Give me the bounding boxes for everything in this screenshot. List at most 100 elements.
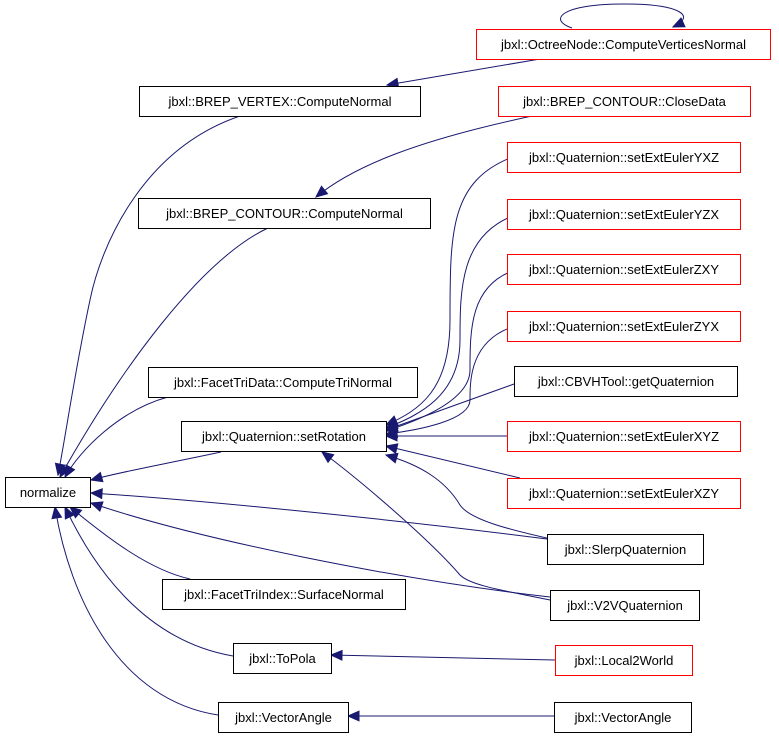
node-box xyxy=(507,142,741,173)
node-box xyxy=(181,421,387,452)
node-label: jbxl::Quaternion::setExtEulerYZX xyxy=(528,207,719,222)
node-normalize[interactable]: normalize xyxy=(5,477,91,508)
node-vectorangle_l[interactable]: jbxl::VectorAngle xyxy=(218,702,349,733)
node-v2v[interactable]: jbxl::V2VQuaternion xyxy=(550,590,700,621)
node-box xyxy=(507,199,741,230)
edge-topola-to-normalize xyxy=(64,505,234,657)
node-box xyxy=(148,367,418,398)
arrowhead-icon xyxy=(384,420,399,432)
node-euler_yzx[interactable]: jbxl::Quaternion::setExtEulerYZX xyxy=(507,199,741,230)
node-label: jbxl::BREP_CONTOUR::ComputeNormal xyxy=(165,206,403,221)
node-octree_cvn[interactable]: jbxl::OctreeNode::ComputeVerticesNormal xyxy=(476,29,771,60)
node-bc_closedata[interactable]: jbxl::BREP_CONTOUR::CloseData xyxy=(498,86,751,117)
edge-euler_xzy-to-q_setrotation xyxy=(384,443,521,479)
node-label: normalize xyxy=(20,485,76,500)
node-label: jbxl::VectorAngle xyxy=(234,710,332,725)
edge-ftd_computetrinormal-to-normalize xyxy=(64,396,169,479)
node-label: jbxl::ToPola xyxy=(248,651,316,666)
arrowhead-icon xyxy=(329,649,343,661)
node-label: jbxl::BREP_VERTEX::ComputeNormal xyxy=(167,94,391,109)
edge-v2v-to-normalize xyxy=(89,501,551,598)
edge-slerp-to-q_setrotation xyxy=(384,452,561,542)
edge-line xyxy=(64,396,169,478)
arrowhead-icon xyxy=(51,505,63,520)
edge-octree_cvn-to-octree_cvn xyxy=(560,3,686,29)
node-q_setrotation[interactable]: jbxl::Quaternion::setRotation xyxy=(181,421,387,452)
node-euler_zyx[interactable]: jbxl::Quaternion::setExtEulerZYX xyxy=(507,311,741,342)
node-local2world[interactable]: jbxl::Local2World xyxy=(555,645,693,676)
edge-vectorangle_l-to-normalize xyxy=(51,505,219,716)
node-slerp[interactable]: jbxl::SlerpQuaternion xyxy=(547,534,704,565)
node-box xyxy=(507,478,741,509)
edge-line xyxy=(69,506,191,580)
edge-line xyxy=(560,3,685,29)
node-ftd_computetrinormal[interactable]: jbxl::FacetTriData::ComputeTriNormal xyxy=(148,367,418,398)
node-euler_yxz[interactable]: jbxl::Quaternion::setExtEulerYXZ xyxy=(507,142,741,173)
arrowhead-icon xyxy=(89,471,104,483)
edge-vectorangle_r-to-vectorangle_l xyxy=(346,710,554,722)
edge-euler_xyz-to-q_setrotation xyxy=(384,430,507,442)
arrowhead-icon xyxy=(315,185,329,198)
node-label: jbxl::Local2World xyxy=(574,653,674,668)
edge-line xyxy=(54,506,219,716)
edges-layer xyxy=(51,3,686,722)
edge-fti_surfacenormal-to-normalize xyxy=(69,506,191,580)
arrowhead-icon xyxy=(89,488,103,500)
node-box xyxy=(138,198,431,229)
edge-line xyxy=(321,451,551,601)
node-topola[interactable]: jbxl::ToPola xyxy=(233,643,332,674)
node-box xyxy=(162,579,406,610)
node-bv_computenormal[interactable]: jbxl::BREP_VERTEX::ComputeNormal xyxy=(139,86,421,117)
node-box xyxy=(498,86,751,117)
node-label: jbxl::BREP_CONTOUR::CloseData xyxy=(522,94,727,109)
edge-line xyxy=(386,58,541,86)
edge-line xyxy=(90,502,551,598)
edge-line xyxy=(90,492,548,540)
node-label: jbxl::Quaternion::setExtEulerXYZ xyxy=(528,429,719,444)
node-box xyxy=(139,86,421,117)
edge-cbvh_getquat-to-q_setrotation xyxy=(384,383,515,432)
arrowhead-icon xyxy=(384,430,398,442)
node-label: jbxl::FacetTriIndex::SurfaceNormal xyxy=(183,587,384,602)
node-box xyxy=(507,421,741,452)
edge-line xyxy=(90,451,222,481)
arrowhead-icon xyxy=(59,464,71,479)
node-box xyxy=(507,311,741,342)
node-vectorangle_r[interactable]: jbxl::VectorAngle xyxy=(554,702,692,733)
edge-line xyxy=(385,214,516,429)
edge-line xyxy=(57,115,241,476)
node-box xyxy=(547,534,704,565)
edge-bc_computenormal-to-normalize xyxy=(59,227,269,479)
arrowhead-icon xyxy=(671,17,686,28)
nodes-layer: normalize jbxl::BREP_VERTEX::ComputeNorma… xyxy=(5,29,771,733)
node-euler_xyz[interactable]: jbxl::Quaternion::setExtEulerXYZ xyxy=(507,421,741,452)
edge-q_setrotation-to-normalize xyxy=(89,451,222,483)
node-label: jbxl::VectorAngle xyxy=(574,710,672,725)
node-box xyxy=(555,645,693,676)
edge-line xyxy=(315,115,533,198)
edge-line xyxy=(385,445,521,479)
node-label: jbxl::Quaternion::setExtEulerZXY xyxy=(528,262,719,277)
node-box xyxy=(218,702,349,733)
node-label: jbxl::Quaternion::setExtEulerXZY xyxy=(528,486,719,501)
arrowhead-icon xyxy=(64,505,75,520)
node-label: jbxl::FacetTriData::ComputeTriNormal xyxy=(173,375,392,390)
node-box xyxy=(514,366,738,397)
node-fti_surfacenormal[interactable]: jbxl::FacetTriIndex::SurfaceNormal xyxy=(162,579,406,610)
arrowhead-icon xyxy=(320,451,335,464)
node-bc_computenormal[interactable]: jbxl::BREP_CONTOUR::ComputeNormal xyxy=(138,198,431,229)
node-label: jbxl::Quaternion::setExtEulerZYX xyxy=(528,319,719,334)
edge-line xyxy=(64,506,234,657)
edge-line xyxy=(385,454,561,542)
edge-line xyxy=(59,227,269,478)
node-box xyxy=(233,643,332,674)
node-euler_xzy[interactable]: jbxl::Quaternion::setExtEulerXZY xyxy=(507,478,741,509)
node-label: jbxl::CBVHTool::getQuaternion xyxy=(537,374,714,389)
node-label: jbxl::Quaternion::setRotation xyxy=(201,429,366,444)
node-box xyxy=(507,254,741,285)
node-box xyxy=(550,590,700,621)
edge-octree_cvn-to-bv_computenormal xyxy=(385,58,541,89)
node-euler_zxy[interactable]: jbxl::Quaternion::setExtEulerZXY xyxy=(507,254,741,285)
node-cbvh_getquat[interactable]: jbxl::CBVHTool::getQuaternion xyxy=(514,366,738,397)
